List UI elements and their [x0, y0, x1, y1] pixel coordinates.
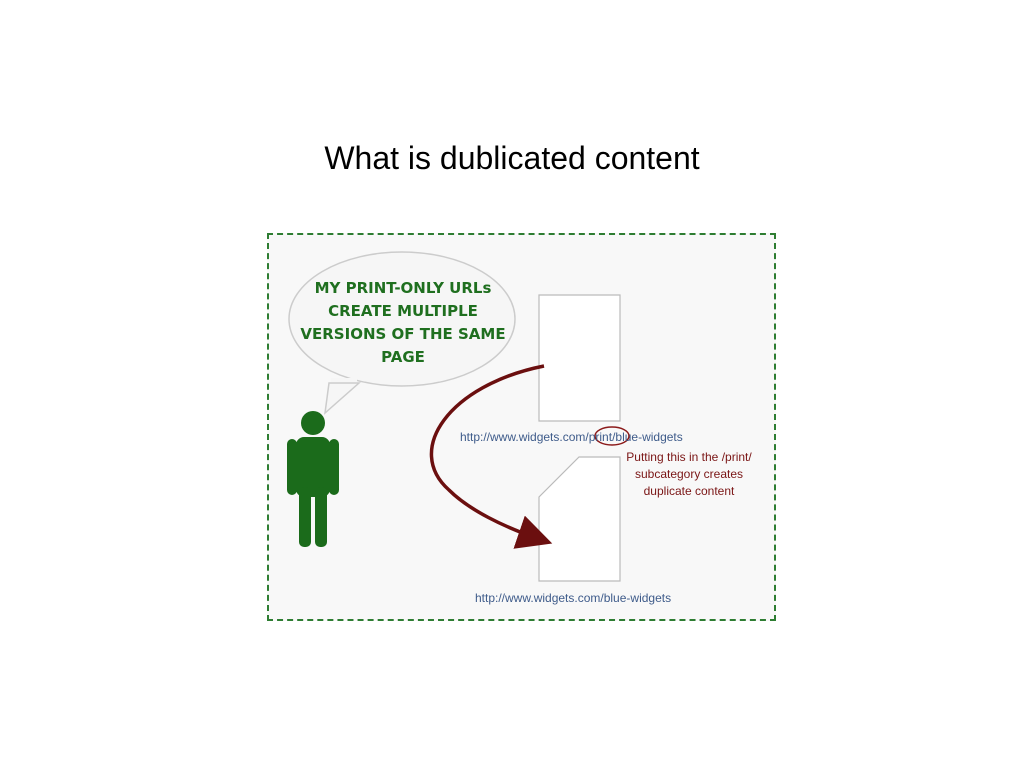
print-url-suffix: /blue-widgets: [612, 430, 683, 444]
bubble-line: VERSIONS OF THE SAME: [300, 325, 506, 343]
bubble-line: PAGE: [381, 348, 425, 366]
speech-bubble-icon: [288, 251, 516, 415]
document-icon-print: [538, 294, 621, 422]
speech-bubble-text: MY PRINT-ONLY URLs CREATE MULTIPLE VERSI…: [293, 277, 513, 369]
print-url-highlight: print: [588, 430, 613, 444]
curved-arrow-icon: [429, 364, 553, 549]
bubble-line: MY PRINT-ONLY URLs: [314, 279, 492, 297]
print-highlight-circle: [594, 426, 630, 446]
print-url-prefix: http://www.widgets.com/: [460, 430, 589, 444]
person-icon: [287, 411, 339, 547]
duplicate-content-note: Putting this in the /print/ subcategory …: [626, 450, 752, 498]
diagram-graphics: [287, 251, 630, 582]
duplicate-content-diagram: MY PRINT-ONLY URLs CREATE MULTIPLE VERSI…: [267, 233, 776, 621]
document-icon-main: [538, 456, 621, 582]
bubble-line: CREATE MULTIPLE: [328, 302, 478, 320]
main-url: http://www.widgets.com/blue-widgets: [475, 591, 672, 605]
print-url: http://www.widgets.com/print/blue-widget…: [460, 430, 683, 444]
slide-title: What is dublicated content: [324, 140, 700, 176]
